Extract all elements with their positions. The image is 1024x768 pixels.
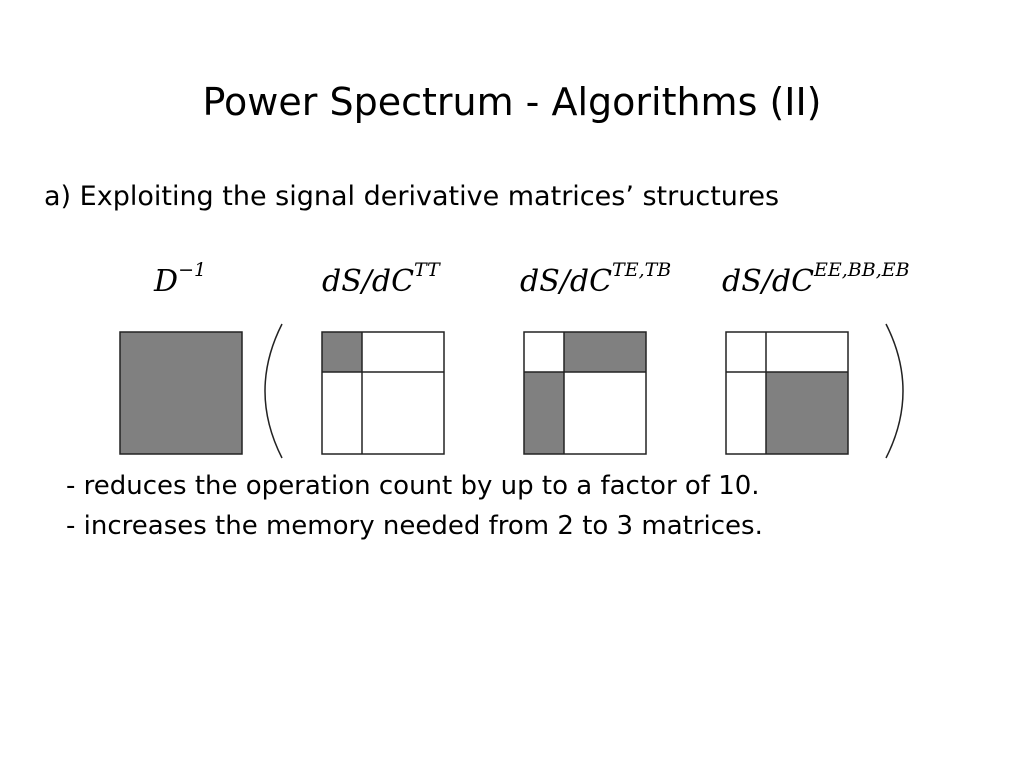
matrix-outline (321, 331, 445, 455)
dsdc-te-tb-matrix (523, 331, 647, 455)
block-fill-top-right (564, 332, 646, 372)
bullet-list: - reduces the operation count by up to a… (66, 466, 763, 546)
block-fill-tt (322, 332, 362, 372)
subheading: a) Exploiting the signal derivative matr… (44, 181, 780, 212)
dsdc-tt-matrix (321, 331, 445, 455)
right-parenthesis (885, 323, 904, 459)
label-dsdc-tt: dS/dCTT (322, 259, 440, 302)
matrix-outline (725, 331, 849, 455)
label-base: dS/dC (722, 264, 815, 299)
block-fill-bottom-left (524, 372, 564, 454)
matrix-diagram (119, 323, 904, 459)
left-parenthesis (264, 323, 283, 459)
label-base: dS/dC (520, 264, 613, 299)
dsdc-ee-bb-eb-matrix (725, 331, 849, 455)
label-base: dS/dC (322, 264, 415, 299)
slide-title: Power Spectrum - Algorithms (II) (202, 80, 822, 124)
label-base: D (154, 264, 179, 299)
bullet-item: - increases the memory needed from 2 to … (66, 511, 763, 541)
label-superscript: TE,TB (612, 259, 672, 281)
matrix-outline (523, 331, 647, 455)
label-superscript: EE,BB,EB (814, 259, 910, 281)
bullet-item: - reduces the operation count by up to a… (66, 471, 760, 501)
label-inverse-noise-matrix: D−1 (154, 259, 207, 302)
label-superscript: −1 (178, 259, 207, 281)
label-dsdc-te-tb: dS/dCTE,TB (520, 259, 672, 302)
inverse-noise-matrix-block (119, 331, 243, 455)
block-fill-bottom-right (766, 372, 848, 454)
label-dsdc-ee-bb-eb: dS/dCEE,BB,EB (722, 259, 910, 302)
label-superscript: TT (414, 259, 440, 281)
